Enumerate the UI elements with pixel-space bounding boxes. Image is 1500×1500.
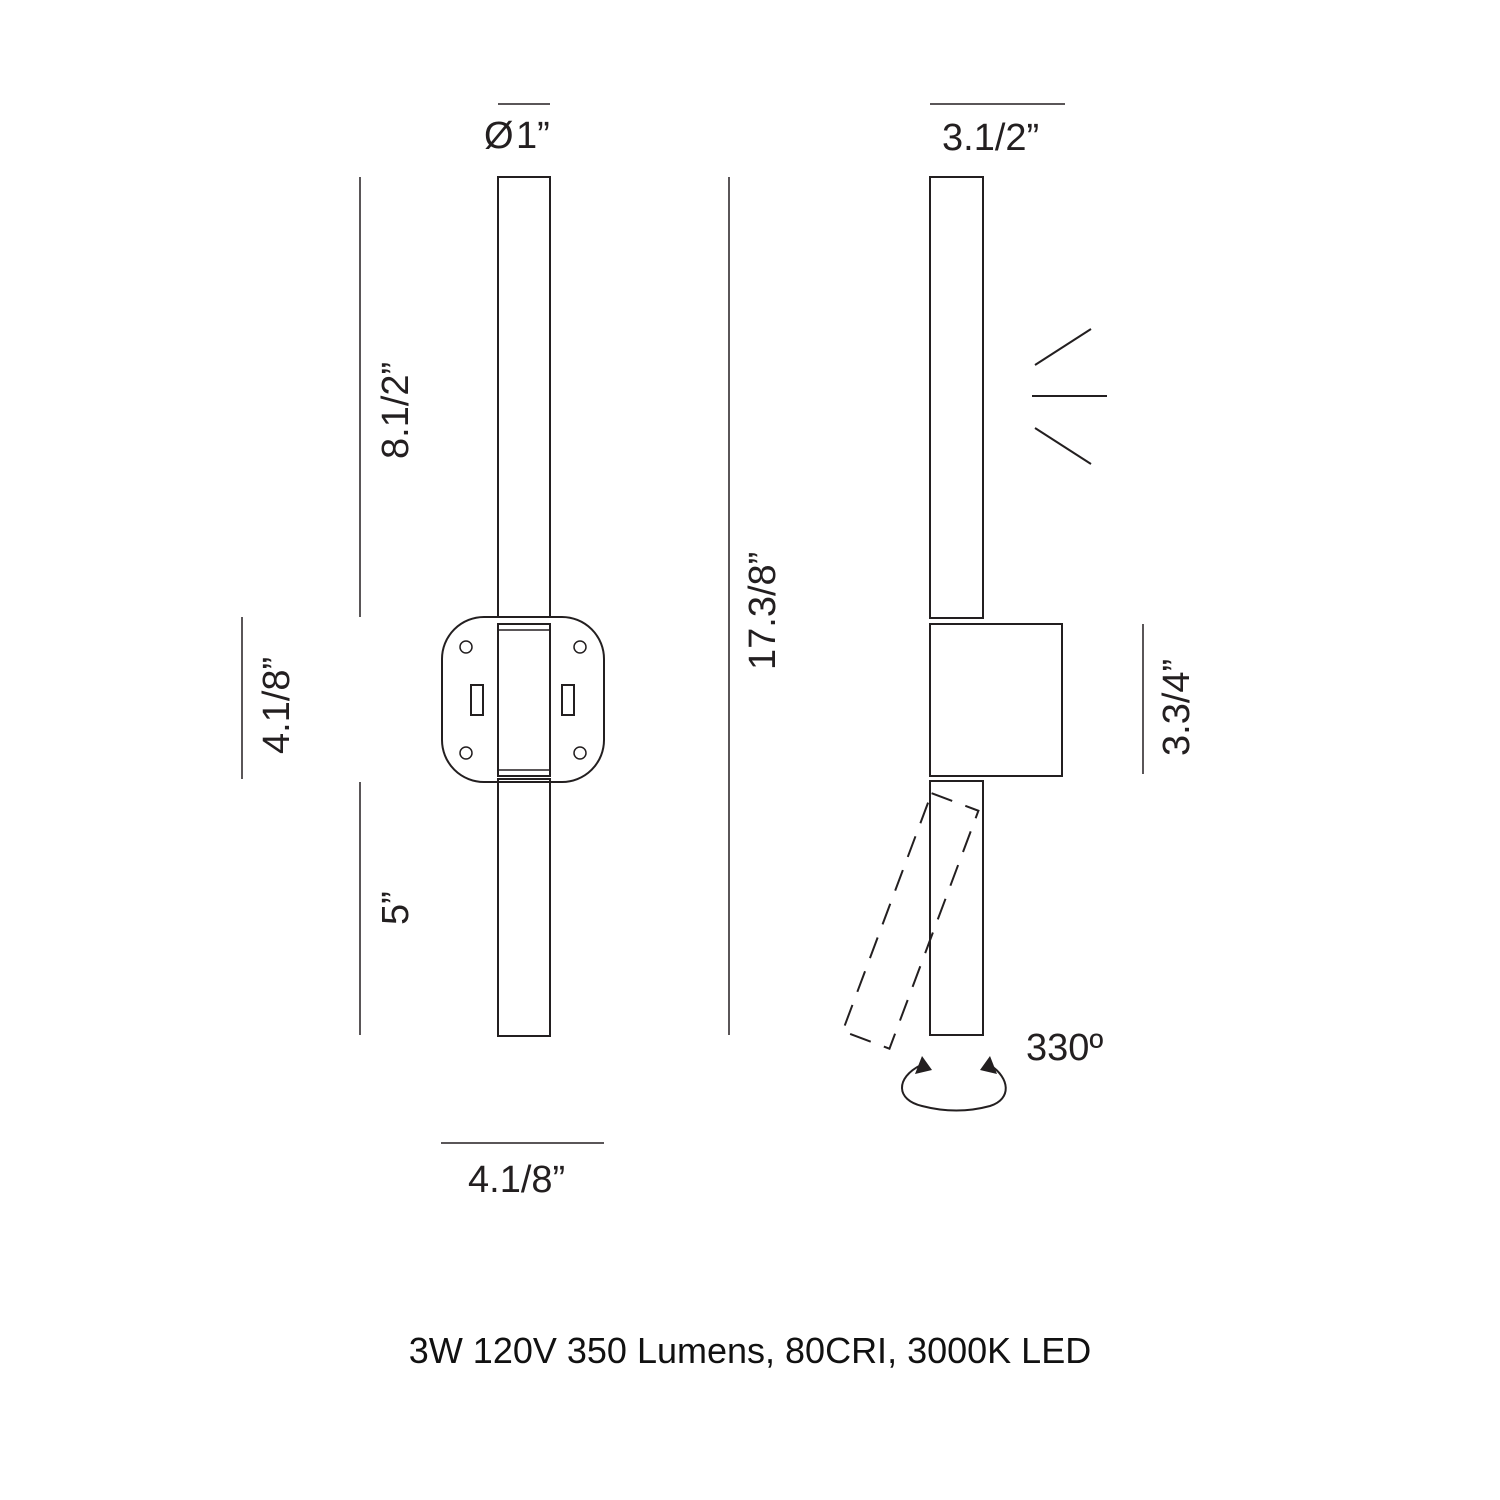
wall-plate [441,616,605,783]
side-upper-tube [929,176,984,619]
mounting-slot [561,684,575,716]
diameter-label: 1” [516,115,550,157]
specifications-text: 3W 120V 350 Lumens, 80CRI, 3000K LED [408,1330,1092,1371]
upper-tube [497,176,551,618]
light-ray [1034,328,1092,366]
plate-height-label: 4.1/8” [256,657,298,754]
lower-length-label: 5” [375,891,417,925]
front-view: Ø 1” 8.1/2” 5” 4.1/8” 4.1/8” [241,103,605,1201]
rotated-tube-outline [841,791,980,1050]
rotation-label: 330º [1026,1027,1103,1069]
depth-label: 3.1/2” [942,117,1039,159]
screw-hole [573,640,587,654]
side-body [929,623,1063,777]
screw-hole [573,746,587,760]
lower-tube [497,778,551,1037]
side-lower-tube [929,780,984,1036]
total-height-label: 17.3/8” [742,552,784,670]
diameter-symbol: Ø [484,115,514,157]
side-view: 3.1/2” 3.3/4” 330º [841,103,1198,1112]
center-body [497,623,551,777]
body-height-label: 3.3/4” [1156,659,1198,756]
screw-hole [459,746,473,760]
light-ray [1034,427,1092,465]
mounting-slot [470,684,484,716]
plate-width-label: 4.1/8” [468,1159,565,1201]
rotation-arrow-icon [901,1056,1007,1112]
screw-hole [459,640,473,654]
upper-length-label: 8.1/2” [375,362,417,459]
